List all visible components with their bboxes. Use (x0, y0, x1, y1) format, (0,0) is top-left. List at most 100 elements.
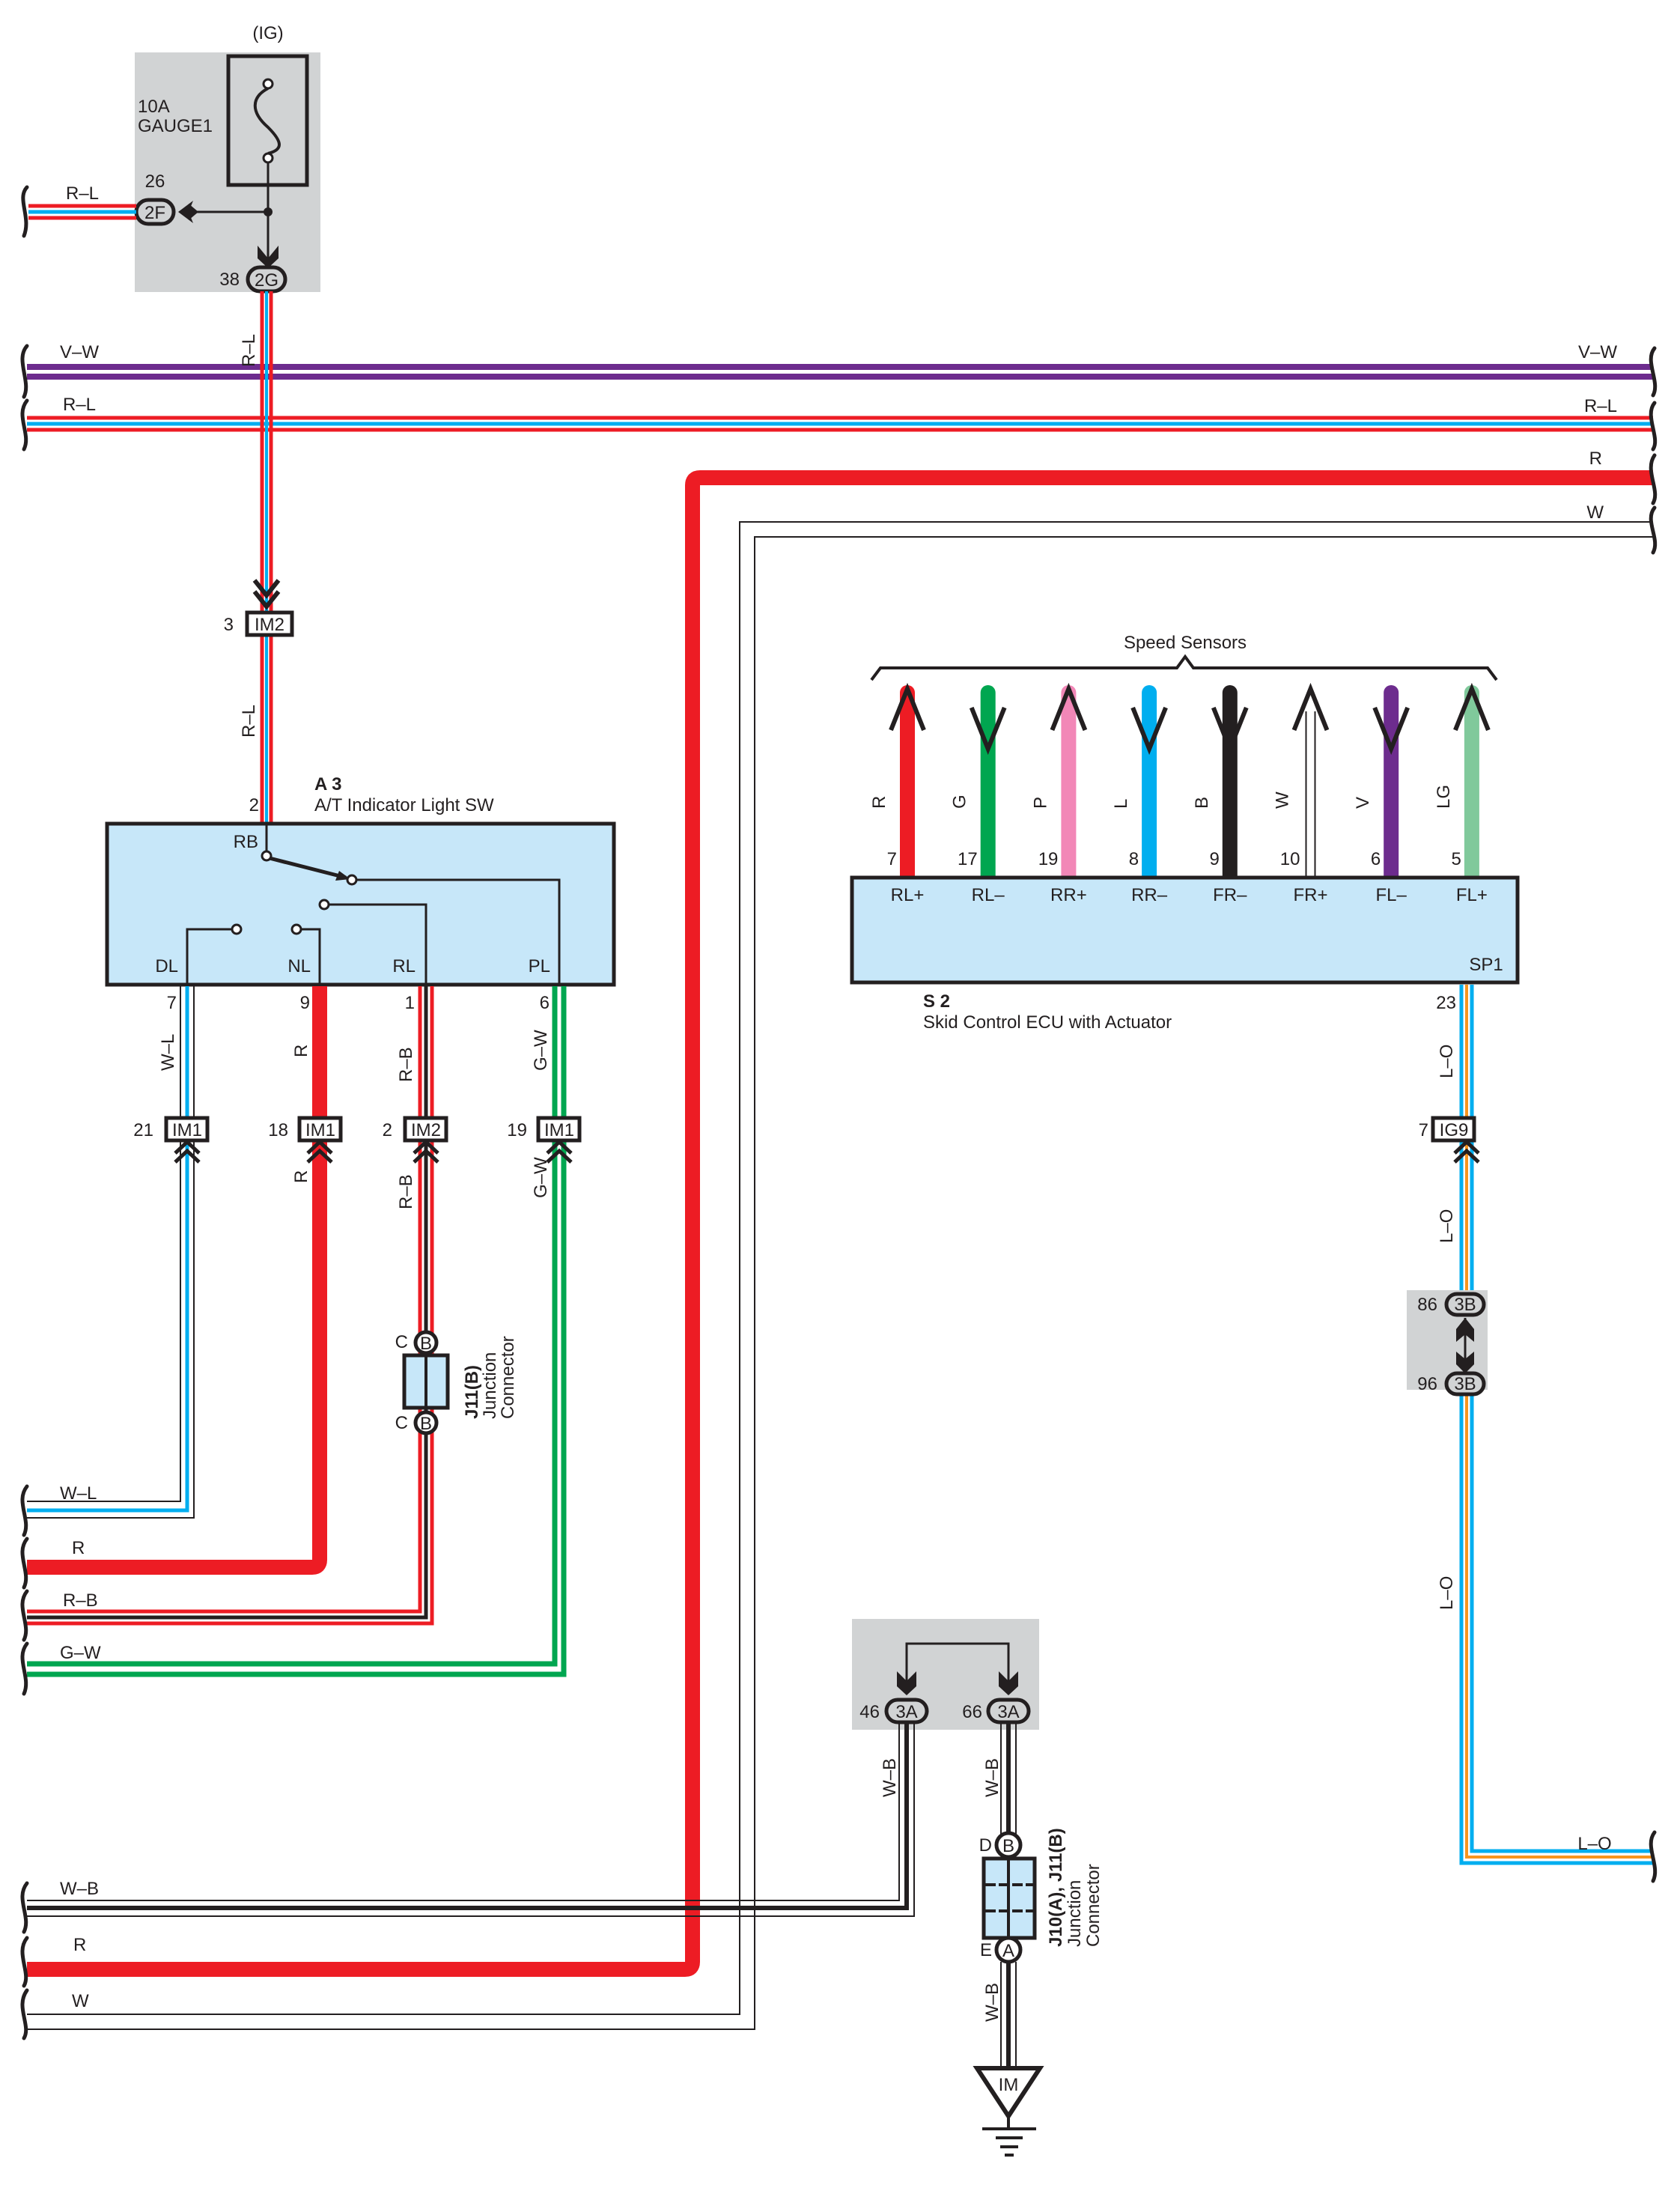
chevron-down-icon (252, 579, 281, 599)
wire-gw: 6 G–W IM1 19 G–W G–W (27, 986, 582, 1677)
svg-text:W: W (1586, 502, 1604, 523)
svg-text:J10(A), J11(B): J10(A), J11(B) (1046, 1828, 1066, 1947)
svg-text:R–L: R–L (239, 705, 259, 738)
svg-text:3B: 3B (1454, 1374, 1476, 1394)
left-break-group (20, 1484, 29, 1696)
svg-text:A/T Indicator Light SW: A/T Indicator Light SW (314, 795, 494, 815)
bracket-icon (870, 654, 1498, 681)
svg-text:J11(B): J11(B) (462, 1365, 482, 1419)
svg-text:SP1: SP1 (1469, 955, 1503, 975)
svg-text:B: B (420, 1414, 432, 1434)
arrow-up-icon (1050, 682, 1088, 732)
sensor-pin-number: 10 (1280, 849, 1300, 869)
svg-text:Junction: Junction (1065, 1880, 1085, 1947)
svg-text:R–L: R–L (66, 183, 99, 204)
svg-text:7: 7 (167, 993, 177, 1013)
sensor-wire-color-label: P (1030, 797, 1050, 809)
svg-text:18: 18 (268, 1120, 288, 1140)
connector-im1-18: IM1 18 (268, 1116, 343, 1143)
ecu-terminal-label: FL– (1376, 885, 1407, 905)
svg-text:PL: PL (529, 956, 550, 976)
wire-break-icon (1649, 401, 1658, 452)
svg-text:IG9: IG9 (1440, 1120, 1469, 1140)
ground-im: W–B IM (973, 1962, 1044, 2157)
arrow-2g-icon (258, 246, 279, 268)
sensor-pin-number: 5 (1452, 849, 1461, 869)
ecu-terminal-label: FR+ (1293, 885, 1327, 905)
svg-text:R: R (72, 1538, 85, 1558)
wire-break-icon (20, 1988, 29, 2040)
svg-text:RL: RL (392, 956, 416, 976)
svg-text:B: B (420, 1334, 432, 1354)
wire-rl-left-stub: R–L (21, 183, 136, 238)
svg-text:R–B: R–B (396, 1047, 416, 1082)
wire-break-icon (20, 1881, 29, 1934)
svg-text:86: 86 (1417, 1295, 1437, 1315)
ecu-terminal-label: FR– (1213, 885, 1247, 905)
svg-text:W–L: W–L (60, 1483, 97, 1504)
arrow-down-icon (1372, 706, 1410, 756)
svg-text:Skid Control ECU with Actuator: Skid Control ECU with Actuator (923, 1012, 1172, 1033)
arrow-up-icon (1291, 682, 1330, 732)
svg-text:W–B: W–B (982, 1983, 1002, 2022)
svg-text:C: C (395, 1332, 408, 1352)
bus-wire-w: W (27, 502, 1658, 2030)
svg-text:V–W: V–W (60, 342, 99, 362)
j10-junction-connector: B D A E J10(A), J11(B) Junction Connecto… (979, 1828, 1104, 1964)
wire-break-icon (20, 398, 29, 452)
svg-text:R–L: R–L (239, 334, 259, 367)
sensor-wire-flplus: LG5 (1434, 682, 1491, 885)
sensor-wire-rrplus: P19 (1030, 682, 1088, 885)
fuse-block: (IG) 10A GAUGE1 2F 26 2G 38 (134, 23, 320, 294)
wire-break-icon (20, 1936, 29, 1988)
s2-body (850, 875, 1520, 985)
chevron-up-icon (306, 1148, 333, 1164)
arrow-down-icon (897, 1671, 916, 1695)
arrow-down-icon (1456, 1352, 1474, 1373)
svg-text:R: R (291, 1045, 311, 1057)
ecu-terminal-label: RL– (972, 885, 1005, 905)
connector-im2-top: IM2 3 (224, 610, 294, 637)
sensor-pin-number: 7 (887, 849, 897, 869)
svg-text:R–B: R–B (396, 1174, 416, 1209)
a3-indicator-switch: A 3 A/T Indicator Light SW 2 RB DL NL RL… (105, 774, 616, 987)
wire-wl: 7 W–L IM1 21 W–L (27, 986, 210, 1519)
ecu-terminal-label: RR+ (1050, 885, 1087, 905)
wire-wb-right: W–B (982, 1724, 1017, 1835)
svg-text:46: 46 (859, 1702, 880, 1722)
wire-break-icon (20, 1589, 29, 1642)
svg-text:R: R (73, 1935, 86, 1955)
ground-triangle-icon (973, 2066, 1044, 2121)
sensor-pin-number: 8 (1129, 849, 1139, 869)
svg-text:IM: IM (999, 2075, 1019, 2095)
svg-text:L–O: L–O (1577, 1834, 1611, 1854)
svg-text:W–B: W–B (880, 1758, 900, 1797)
svg-text:66: 66 (962, 1702, 982, 1722)
wire-rb: 1 R–B IM2 2 R–B R–B (27, 986, 448, 1626)
arrow-up-icon (889, 682, 926, 732)
sensor-pin-number: 6 (1371, 849, 1381, 869)
svg-text:Junction: Junction (480, 1352, 500, 1419)
svg-text:C: C (395, 1413, 408, 1433)
svg-text:R–B: R–B (63, 1590, 98, 1611)
sensor-pin-number: 9 (1209, 849, 1219, 869)
bus-wire-rl: R–L R–L (20, 395, 1658, 452)
svg-text:IM1: IM1 (172, 1120, 202, 1140)
svg-text:R–L: R–L (1584, 396, 1617, 416)
svg-text:B: B (1002, 1836, 1014, 1856)
svg-text:23: 23 (1436, 993, 1456, 1013)
svg-text:G–W: G–W (60, 1643, 101, 1663)
bus-wire-vw: V–W V–W (20, 342, 1658, 399)
svg-text:L–O: L–O (1437, 1209, 1457, 1243)
svg-text:R: R (1589, 449, 1602, 469)
sensor-wire-rlplus: R7 (869, 682, 926, 885)
connector-3a-block: 3A 46 3A 66 (852, 1619, 1039, 1730)
connector-2g: 2G 38 (219, 265, 287, 294)
svg-text:3A: 3A (895, 1702, 917, 1722)
svg-text:D: D (979, 1835, 992, 1856)
sensor-wire-color-label: B (1192, 797, 1212, 809)
wire-break-icon (20, 1641, 29, 1696)
svg-text:V–W: V–W (1578, 342, 1617, 362)
